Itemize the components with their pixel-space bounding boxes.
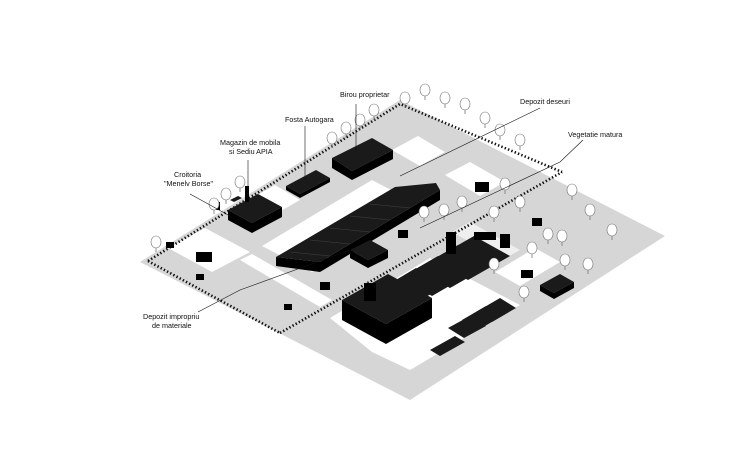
label-magazin-line1: Magazin de mobila (220, 138, 280, 147)
tree-icon (518, 285, 530, 302)
tree-icon (234, 175, 246, 192)
tree-icon (494, 123, 506, 140)
tree-icon (556, 229, 568, 246)
tree-icon (419, 83, 431, 100)
tree-icon (514, 133, 526, 150)
tree-icon (418, 205, 430, 222)
label-magazin-line2: si Sediu APIA (229, 147, 273, 156)
tree-icon (459, 97, 471, 114)
label-birou-proprietar: Birou proprietar (340, 90, 390, 99)
tree-icon (488, 257, 500, 274)
tree-icon (340, 121, 352, 138)
label-croitoria-line2: "Menelv Borse" (164, 179, 213, 188)
greenhouse-rows (384, 236, 516, 356)
tree-icon (150, 235, 162, 252)
tree-icon (354, 113, 366, 130)
tree-icon (526, 241, 538, 258)
tree-group (150, 83, 618, 302)
tree-icon (584, 203, 596, 220)
tree-icon (488, 205, 500, 222)
ground-plane (140, 100, 665, 400)
tree-icon (559, 253, 571, 270)
site-fence (147, 102, 563, 335)
label-depozit-impropriu-line2: de materiale (152, 321, 192, 330)
building-birou-proprietar (332, 138, 393, 180)
tree-icon (368, 103, 380, 120)
building-annex (350, 240, 388, 268)
label-croitoria-line1: Croitoria (174, 170, 201, 179)
buildings (166, 138, 574, 356)
tree-icon (542, 227, 554, 244)
building-fosta-autogara (286, 170, 330, 198)
tree-icon (606, 223, 618, 240)
building-east (166, 182, 574, 310)
label-fosta-autogara: Fosta Autogara (285, 115, 334, 124)
tree-icon (582, 257, 594, 274)
tree-icon (479, 111, 491, 128)
label-depozit-impropriu-line1: Depozit impropriu (143, 312, 199, 321)
tree-icon (438, 203, 450, 220)
labels: Birou proprietar Fosta Autogara Magazin … (143, 90, 622, 330)
tree-icon (439, 91, 451, 108)
tree-icon (208, 197, 220, 214)
tree-icon (399, 91, 411, 108)
leader-lines (189, 104, 584, 313)
tree-icon (220, 187, 232, 204)
label-vegetatie-matura: Vegetatie matura (568, 130, 622, 139)
tree-icon (514, 195, 526, 212)
label-depozit-deseuri: Depozit deseuri (520, 97, 570, 106)
tree-icon (566, 183, 578, 200)
tree-icon (326, 131, 338, 148)
